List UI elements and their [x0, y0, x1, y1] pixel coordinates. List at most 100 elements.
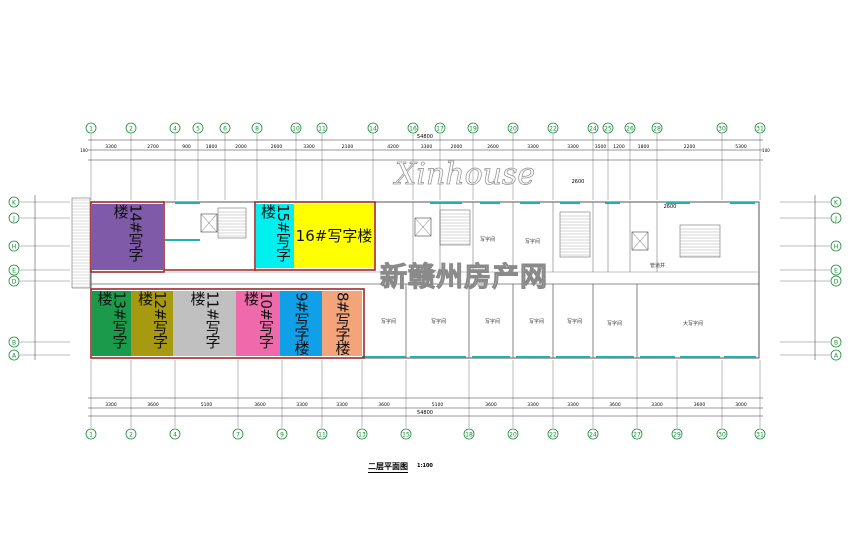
axis-bubble: [507, 428, 519, 440]
dimension-value: 3300: [527, 144, 539, 150]
axis-label: 29: [673, 431, 681, 438]
unit-14[interactable]: 14#写字楼: [92, 204, 163, 270]
axis-bubble: [85, 428, 97, 440]
axis-label: 15: [402, 431, 410, 438]
dimension-value: 2600: [572, 179, 585, 185]
unit-label: 12#写字楼: [136, 291, 169, 348]
axis-bubble: [125, 122, 137, 134]
axis-bubble: [8, 336, 20, 348]
unit-9[interactable]: 9#写字楼: [280, 291, 322, 356]
dimension-value: 1200: [613, 144, 625, 150]
room-label: 大写字间: [683, 321, 704, 327]
unit-outline: [254, 201, 376, 271]
axis-label: 22: [549, 125, 557, 132]
dimension-value: 3600: [694, 402, 706, 408]
axis-label: 11: [318, 125, 326, 132]
room-label: 管道井: [650, 263, 666, 269]
axis-bubble: [754, 122, 766, 134]
axis-label: H: [12, 243, 17, 250]
axis-bubble: [830, 264, 842, 276]
unit-13[interactable]: 13#写字楼: [92, 291, 131, 356]
unit-label: 9#写字楼: [292, 292, 311, 355]
dimension-value: 3600: [147, 402, 159, 408]
axis-label: 8: [255, 125, 259, 132]
room-label: 写字间: [431, 319, 447, 325]
axis-bubble: [830, 212, 842, 224]
dimension-value: 2000: [451, 144, 463, 150]
axis-bubble: [316, 428, 328, 440]
dimension-value: 1800: [206, 144, 218, 150]
axis-label: 22: [549, 431, 557, 438]
axis-bubble: [8, 212, 20, 224]
dimension-value: 3600: [609, 402, 621, 408]
dimension-value: 2000: [235, 144, 247, 150]
stair: [439, 209, 471, 246]
dimension-value: 3300: [105, 402, 117, 408]
unit-label: 14#写字楼: [111, 204, 145, 261]
axis-bubble: [251, 122, 263, 134]
unit-15[interactable]: 15#写字楼: [256, 204, 294, 268]
elevator-cross: [200, 213, 218, 233]
unit-8[interactable]: 8#写字楼: [322, 291, 362, 356]
axis-label: 25: [604, 125, 612, 132]
unit-label: 8#写字楼: [333, 292, 352, 355]
exterior-stair: [71, 197, 91, 289]
room-label: 写字间: [607, 321, 623, 327]
dimension-value: 2600: [271, 144, 283, 150]
axis-label: 11: [318, 431, 326, 438]
axis-bubble: [125, 428, 137, 440]
axis-bubble: [8, 196, 20, 208]
axis-label: J: [12, 215, 15, 222]
unit-11[interactable]: 11#写字楼: [173, 291, 236, 356]
axis-label: 2: [129, 125, 133, 132]
axis-label: B: [12, 339, 16, 346]
dimension-value: 2600: [664, 204, 677, 210]
axis-label: A: [12, 352, 17, 359]
dimension-value: 3300: [421, 144, 433, 150]
dimension-value: 3500: [595, 144, 607, 150]
axis-label: E: [834, 267, 838, 274]
unit-label: 16#写字楼: [295, 226, 373, 245]
axis-label: 31: [756, 431, 764, 438]
stair: [559, 211, 591, 258]
dimension-value: 900: [182, 144, 191, 150]
axis-bubble: [631, 428, 643, 440]
elevator-cross: [631, 231, 649, 251]
unit-12[interactable]: 12#写字楼: [131, 291, 173, 356]
unit-outline: [90, 288, 365, 359]
dimension-total: 54800: [417, 134, 433, 140]
unit-outline: [90, 201, 165, 273]
room-label: 写字间: [485, 319, 501, 325]
axis-bubble: [651, 122, 663, 134]
axis-bubble: [276, 428, 288, 440]
axis-bubble: [367, 122, 379, 134]
dimension-value: 100: [80, 148, 88, 153]
unit-10[interactable]: 10#写字楼: [236, 291, 280, 356]
axis-label: 27: [633, 431, 641, 438]
unit-16[interactable]: 16#写字楼: [294, 204, 374, 268]
dimension-value: 3300: [303, 144, 315, 150]
dimension-value: 3600: [254, 402, 266, 408]
axis-bubble: [467, 122, 479, 134]
axis-label: E: [12, 267, 16, 274]
dimension-value: 3600: [378, 402, 390, 408]
axis-bubble: [8, 240, 20, 252]
axis-label: A: [834, 352, 839, 359]
elevator: [414, 217, 432, 237]
stair: [217, 207, 247, 239]
axis-bubble: [671, 428, 683, 440]
axis-label: 20: [509, 125, 517, 132]
axis-label: 24: [589, 431, 597, 438]
axis-label: 30: [718, 431, 726, 438]
axis-bubble: [169, 428, 181, 440]
room-label: 写字间: [525, 239, 541, 245]
axis-label: 14: [369, 125, 377, 132]
axis-bubble: [316, 122, 328, 134]
dimension-value: 5100: [201, 402, 213, 408]
room-label: 写字间: [480, 237, 496, 243]
room-label: 写字间: [529, 319, 545, 325]
axis-bubble: [463, 428, 475, 440]
axis-bubble: [356, 428, 368, 440]
axis-label: 2: [129, 431, 133, 438]
axis-label: K: [834, 199, 839, 206]
